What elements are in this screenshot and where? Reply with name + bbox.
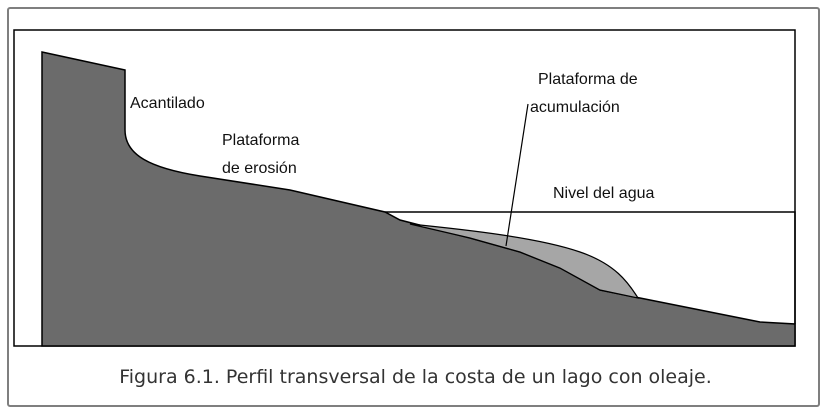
water-level-line — [385, 211, 796, 324]
label-accumulation-line2: acumulación — [530, 99, 620, 116]
label-erosion-line2: de erosión — [222, 160, 297, 177]
accumulation-pointer — [505, 103, 529, 247]
label-cliff: Acantilado — [130, 95, 205, 112]
label-erosion-line1: Plataforma — [222, 132, 299, 149]
terrain-profile — [41, 51, 796, 347]
label-accumulation-line1: Plataforma de — [538, 71, 638, 88]
figure-caption: Figura 6.1. Perfil transversal de la cos… — [119, 366, 712, 388]
label-water-level: Nivel del agua — [553, 185, 655, 202]
accumulation-platform — [409, 223, 640, 299]
